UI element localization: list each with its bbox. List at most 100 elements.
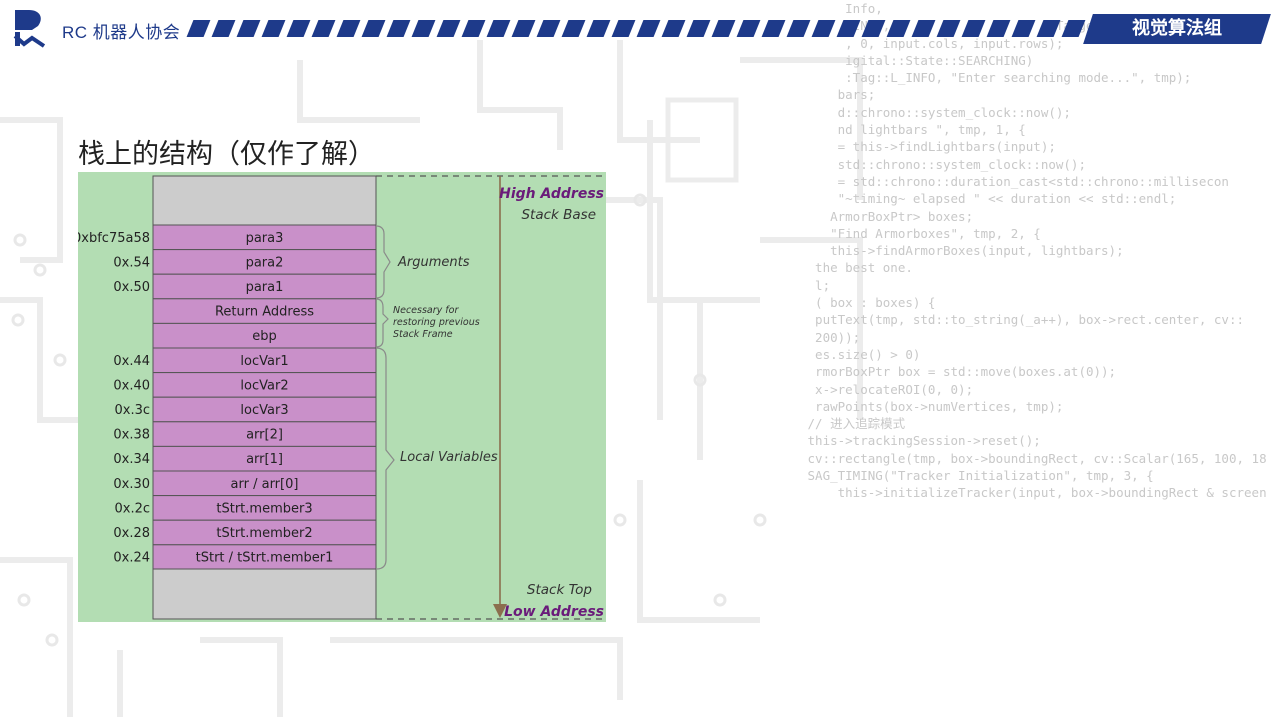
code-line: "~timing~ elapsed " << duration << std::… [800,191,1177,207]
header-dash [1061,20,1086,37]
cell-address-label: 0x.34 [113,452,150,467]
header-dash [461,20,486,37]
code-line: ( box : boxes) { [800,295,936,311]
header-dash [511,20,536,37]
cell-address-label: 0x.28 [113,526,150,541]
stack-cell-label: locVar2 [240,378,288,393]
cell-address-label: 0x.44 [113,354,150,369]
cell-address-label: 0x.2c [114,501,150,516]
code-line: bars; [800,87,876,103]
saved-frame-label-2: restoring previous [393,317,480,328]
header-dash [211,20,236,37]
header-dash [986,20,1011,37]
code-line: rmorBoxPtr box = std::move(boxes.at(0)); [800,364,1117,380]
stack-cell-label: para1 [246,280,284,295]
stack-cell-label: tStrt.member3 [216,501,312,516]
stack-cell [152,544,377,570]
stack-cell-label: para3 [246,231,284,246]
header-bar: RC 机器人协会 视觉算法组 [0,0,1277,56]
saved-frame-bracket [375,298,389,348]
header-dash [711,20,736,37]
stack-cell [152,470,377,497]
stack-cell [152,298,377,324]
code-line: nd lightbars ", tmp, 1, { [800,122,1026,138]
header-dash [186,20,211,37]
code-line: es.size() > 0) [800,346,921,362]
stack-cell [152,372,377,398]
header-dash [786,20,811,37]
cell-address-label: 0x.24 [113,551,150,566]
address-arrow-head [493,604,507,618]
header-dash [1036,20,1061,37]
code-line: this->findArmorBoxes(input, lightbars); [800,243,1124,259]
code-background: Info, _INFO, " Target color: , 0, input.… [800,0,1277,717]
stack-top-label: Stack Top [527,582,592,598]
code-line: // 进入追踪模式 [800,416,906,432]
header-dash [436,20,461,37]
stack-cell-label: arr[2] [246,428,283,443]
cell-address-label: 0x.38 [113,428,150,443]
stack-top-gray-block [152,175,377,226]
stack-cell [152,445,377,472]
stack-cell [152,396,377,423]
header-dash [936,20,961,37]
header-dash [761,20,786,37]
stack-cell [152,224,377,251]
slide-title: 栈上的结构（仅作了解） [78,139,375,170]
header-dash [636,20,661,37]
cell-address-label: 0x.50 [113,280,150,295]
header-dash [486,20,511,37]
code-line: std::chrono::system_clock::now(); [800,156,1086,172]
group-name: 视觉算法组 [1132,18,1222,39]
code-line: rawPoints(box->numVertices, tmp); [800,398,1064,414]
code-line: l; [800,277,831,293]
code-line: SAG_TIMING("Tracker Initialization", tmp… [800,468,1154,484]
association-logo [13,10,46,48]
stack-cell-label: ebp [252,329,277,344]
header-dash [411,20,436,37]
stack-cell [152,322,377,349]
arguments-label: Arguments [397,255,470,270]
header-dash [811,20,836,37]
header-dash-stripe [186,20,1090,38]
code-line: 200)); [800,329,861,345]
code-line: = std::chrono::duration_cast<std::chrono… [800,173,1229,189]
saved-frame-label-3: Stack Frame [393,329,453,340]
header-dash [861,20,886,37]
header-dash [1011,20,1036,37]
cell-address-label: 0x.3c [114,403,150,418]
header-dash [686,20,711,37]
header-dash [886,20,911,37]
stack-diagram: para30xbfc75a58para20x.54para10x.50Retur… [78,172,606,622]
cell-address-label: 0xbfc75a58 [78,231,150,246]
org-name: RC 机器人协会 [62,23,181,42]
cell-address-label: 0x.40 [113,378,150,393]
stack-cell [152,495,377,521]
code-line: Info, [800,1,883,16]
header-dash [361,20,386,37]
locals-bracket [375,347,395,570]
code-line: putText(tmp, std::to_string(_a++), box->… [800,312,1245,328]
header-dash [736,20,761,37]
code-line: "Find Armorboxes", tmp, 2, { [800,225,1041,241]
code-line: x->relocateROI(0, 0); [800,381,974,397]
stack-cell-label: arr[1] [246,452,283,467]
header-dash [911,20,936,37]
stack-cell-label: tStrt.member2 [216,526,312,541]
header-dash [836,20,861,37]
code-line: this->initializeTracker(input, box->boun… [800,485,1267,501]
cell-address-label: 0x.30 [113,477,150,492]
saved-frame-label-1: Necessary for [393,305,459,316]
header-dash [961,20,986,37]
arguments-bracket [375,225,391,299]
stack-cell-label: tStrt / tStrt.member1 [196,551,334,566]
code-line: = this->findLightbars(input); [800,139,1056,155]
stack-cell [152,273,377,300]
stack-cell [152,347,377,374]
cell-address-label: 0x.54 [113,255,150,270]
stack-cell-label: locVar3 [240,403,288,418]
header-dash [586,20,611,37]
code-line: d::chrono::system_clock::now(); [800,104,1071,120]
stack-base-label: Stack Base [521,207,596,223]
